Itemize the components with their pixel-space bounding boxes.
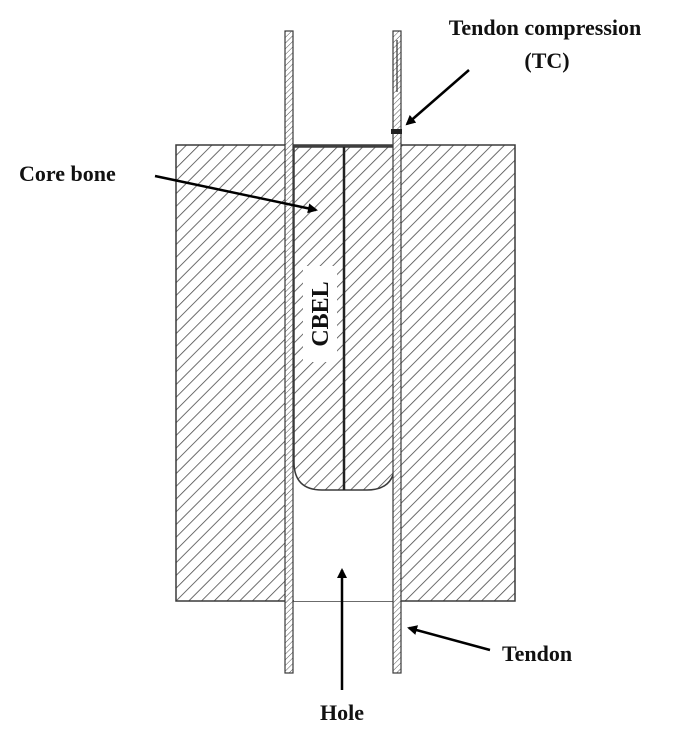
cbel-label: CBEL xyxy=(308,281,334,346)
tendon-compression-label: Tendon compression xyxy=(449,15,642,40)
tendon-compression-abbr-label: (TC) xyxy=(524,48,569,73)
tendon-compression-point xyxy=(391,129,402,134)
tendon-right xyxy=(392,30,402,674)
bone-block xyxy=(175,144,516,602)
bone-wall-right xyxy=(398,145,515,601)
bone-wall-left xyxy=(176,145,289,601)
hole-label: Hole xyxy=(320,700,364,725)
arrow-tendon xyxy=(407,625,491,652)
bone-top-band xyxy=(289,145,398,147)
arrow-core-bone xyxy=(154,174,318,214)
core-bone-label: Core bone xyxy=(19,161,116,186)
arrow-tendon-compression xyxy=(405,69,470,126)
hole-area xyxy=(294,490,395,601)
cbel-label-box xyxy=(303,266,337,362)
tendon-label: Tendon xyxy=(502,641,572,666)
tendon-left xyxy=(284,30,294,674)
